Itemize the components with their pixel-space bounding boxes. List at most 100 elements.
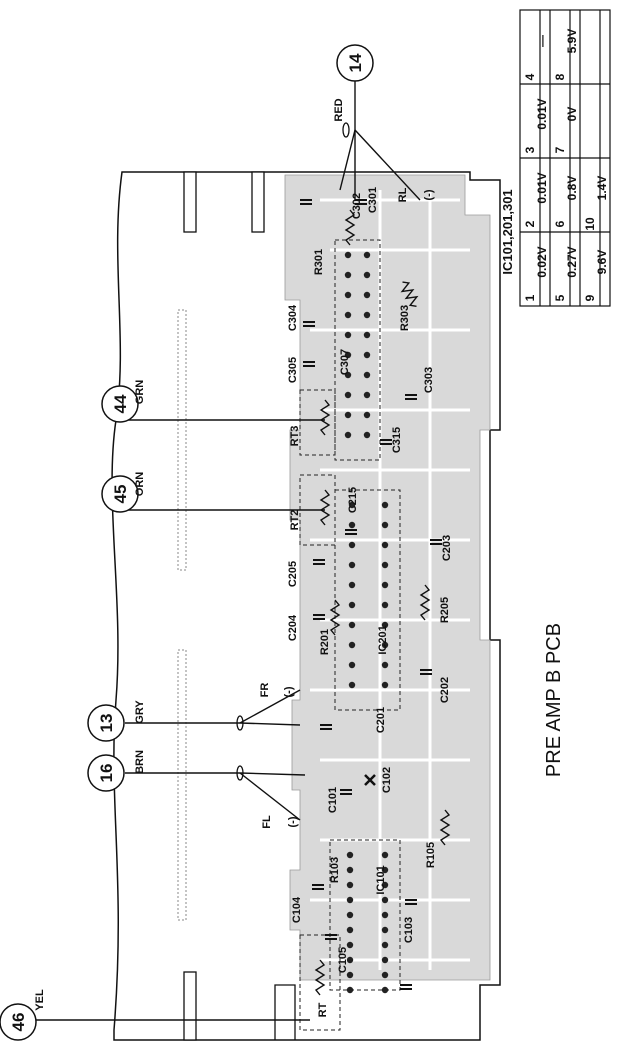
ic-table-pin: 4 <box>523 73 537 80</box>
ic-pad <box>381 986 389 994</box>
ic-pad <box>363 411 371 419</box>
ic-table-voltage: 9.6V <box>595 250 609 275</box>
ic-pad <box>381 581 389 589</box>
connector-44-number: 44 <box>111 394 130 413</box>
ic-table-voltage: — <box>535 35 549 47</box>
ic-pad <box>346 956 354 964</box>
ic-pad <box>346 896 354 904</box>
label-c202: C202 <box>439 677 451 703</box>
ic-table-voltage: 1.4V <box>595 176 609 201</box>
label-ic101: IC101 <box>375 865 387 894</box>
label-c302: C302 <box>351 193 363 219</box>
label-rt: RT <box>317 1002 329 1017</box>
ic-pad <box>381 661 389 669</box>
ic-pad <box>344 331 352 339</box>
ic-table-heading: IC101,201,301 <box>500 189 515 274</box>
ic-pad <box>344 411 352 419</box>
connector-13: 13 GRY <box>87 700 146 742</box>
ic-table-pin: 8 <box>553 73 567 80</box>
label-c305: C305 <box>287 357 299 383</box>
label-c203: C203 <box>441 535 453 561</box>
connector-45-color: ORN <box>134 472 146 497</box>
ic-pad <box>344 371 352 379</box>
label-rl: RL <box>397 187 409 202</box>
label-c215: C215 <box>347 487 359 513</box>
ic-pad <box>363 251 371 259</box>
component-labels: C302 C301 RL (-) R301 C304 R303 C305 C30… <box>259 187 453 1017</box>
ic-table-pin: 6 <box>553 220 567 227</box>
ic-table-pin: 5 <box>553 294 567 301</box>
ic-table-pin: 10 <box>583 217 597 231</box>
ic201-outline <box>334 489 401 711</box>
ic-table-voltage: 0.01V <box>535 98 549 129</box>
ic-pad <box>348 501 356 509</box>
label-fr-minus: (-) <box>283 686 295 697</box>
label-fr: FR <box>259 683 271 698</box>
ic101-outline <box>329 839 401 991</box>
resistors <box>314 209 451 996</box>
ic-pad <box>381 681 389 689</box>
ic-voltage-table <box>519 9 611 307</box>
label-r303: R303 <box>399 305 411 331</box>
ic-pad <box>381 896 389 904</box>
ic-pad <box>348 621 356 629</box>
connector-16-color: BRN <box>134 750 146 774</box>
ic-table-voltage: 0.01V <box>535 172 549 203</box>
label-ic201: IC201 <box>377 625 389 654</box>
label-c301: C301 <box>367 187 379 213</box>
ic-table-voltage: 5.9V <box>565 29 579 54</box>
ic-pad <box>363 431 371 439</box>
connector-14-color: RED <box>333 98 345 121</box>
label-r103: R103 <box>329 857 341 883</box>
rt3-outline <box>299 389 336 456</box>
connector-13-number: 13 <box>97 714 116 733</box>
gry-wire-splice <box>236 715 244 731</box>
ic-pad <box>346 851 354 859</box>
brn-wire-splice <box>236 765 244 781</box>
ic-pad <box>348 581 356 589</box>
c102-marker <box>364 774 376 786</box>
ic-pad <box>381 956 389 964</box>
copper-traces <box>284 174 491 981</box>
ic-pad <box>344 431 352 439</box>
label-c304: C304 <box>287 304 299 331</box>
connector-46: 46 YEL <box>0 989 46 1041</box>
ic-pad <box>346 986 354 994</box>
label-c315: C315 <box>391 427 403 453</box>
ic-pad <box>348 661 356 669</box>
ic-pads <box>344 251 389 994</box>
connector-45-number: 45 <box>111 485 130 504</box>
ic-pad <box>346 926 354 934</box>
connector-46-color: YEL <box>34 989 46 1011</box>
connector-16-number: 16 <box>97 764 116 783</box>
ic-pad <box>344 311 352 319</box>
label-c103: C103 <box>403 917 415 943</box>
label-c104: C104 <box>291 896 303 923</box>
ic-pad <box>381 866 389 874</box>
ic-table-pin: 3 <box>523 146 537 153</box>
label-c307: C307 <box>339 349 351 375</box>
ic-pad <box>363 311 371 319</box>
ic-pad <box>348 541 356 549</box>
ic-pad <box>344 251 352 259</box>
ic-pad <box>348 681 356 689</box>
ic-pad <box>344 391 352 399</box>
ic-pad <box>363 331 371 339</box>
label-rl-minus: (-) <box>423 189 435 200</box>
ic-table-pin: 2 <box>523 220 537 227</box>
ic-table-pin: 7 <box>553 146 567 153</box>
label-c102: C102 <box>381 767 393 793</box>
label-c105: C105 <box>337 947 349 973</box>
ic-table-pin: 9 <box>583 294 597 301</box>
ic-pad <box>348 521 356 529</box>
red-wire-splice <box>342 122 350 138</box>
ic-pad <box>381 501 389 509</box>
ic-pad <box>381 941 389 949</box>
label-rt3: RT3 <box>289 426 301 447</box>
ic-pad <box>346 971 354 979</box>
rt-outline <box>299 934 341 1031</box>
label-r105: R105 <box>425 842 437 868</box>
ic-pad <box>381 881 389 889</box>
ic-table-voltage: 0.02V <box>535 246 549 277</box>
